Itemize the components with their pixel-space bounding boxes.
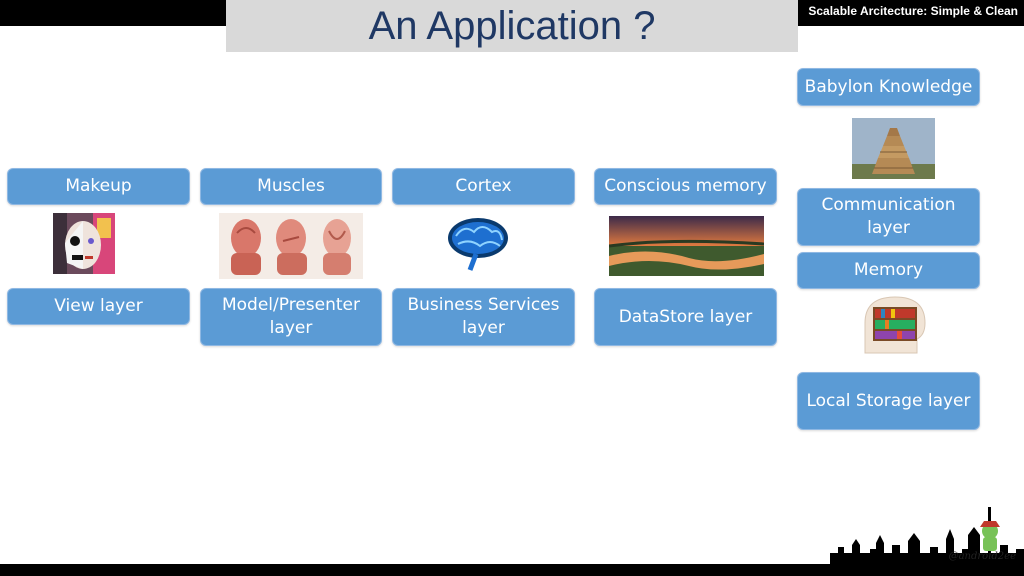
business-services-layer-box: Business Services layer [392,288,575,346]
muscles-box: Muscles [200,168,382,205]
author-signature: @android2ee [948,551,1016,562]
bookshelf-head-icon [857,293,930,356]
babylon-knowledge-box: Babylon Knowledge [797,68,980,106]
slide-subtitle: Scalable Arcitecture: Simple & Clean [808,4,1018,18]
tower-of-babel-icon [852,118,935,179]
brain-icon [440,212,513,274]
facial-muscles-icon [219,213,363,279]
communication-layer-box: Communication layer [797,188,980,246]
conscious-memory-box: Conscious memory [594,168,777,205]
cortex-box: Cortex [392,168,575,205]
view-layer-box: View layer [7,288,190,325]
slide-title: An Application ? [368,4,656,48]
river-landscape-icon [609,216,764,276]
memory-box: Memory [797,252,980,289]
paris-skyline-icon [830,507,1024,565]
makeup-box: Makeup [7,168,190,205]
bottom-bar [0,564,1024,576]
model-presenter-layer-box: Model/Presenter layer [200,288,382,346]
title-background [226,0,798,52]
local-storage-layer-box: Local Storage layer [797,372,980,430]
half-skull-face-icon [53,213,115,274]
datastore-layer-box: DataStore layer [594,288,777,346]
